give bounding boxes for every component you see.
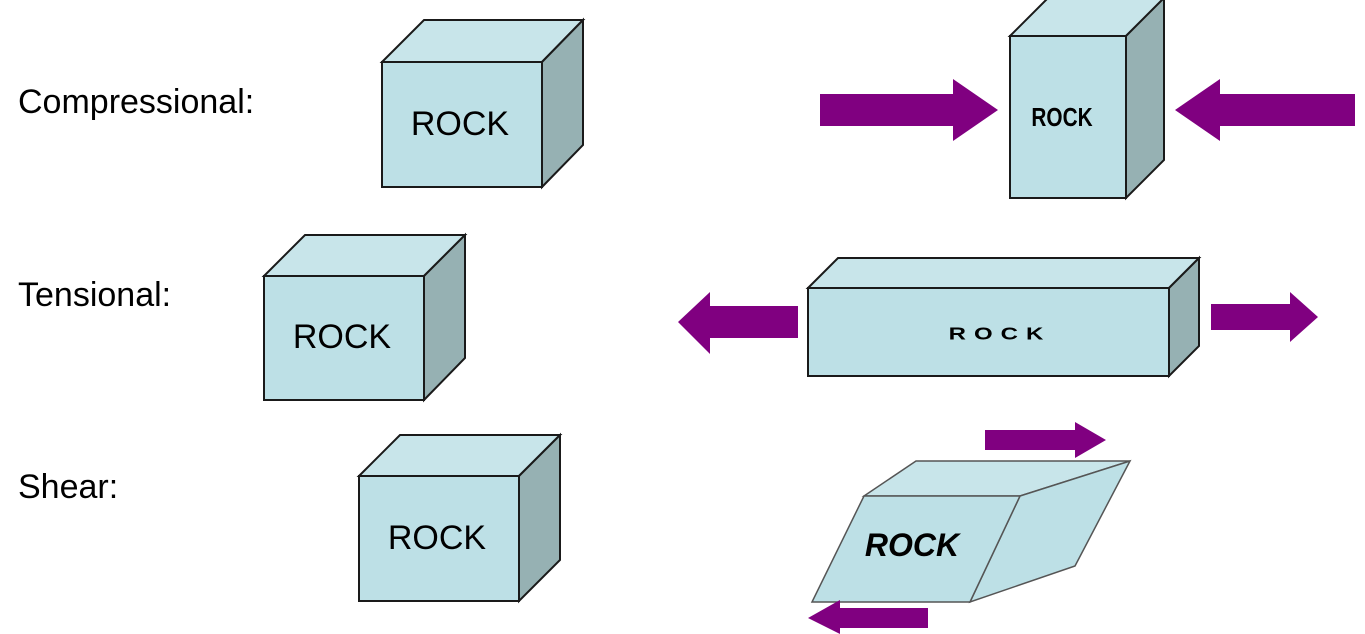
tensional-label: Tensional: (18, 276, 172, 314)
tensional-after-block: ROCK (805, 255, 1202, 379)
block-front-face (358, 475, 520, 602)
block-front-face (810, 495, 1022, 603)
block-label: ROCK (949, 324, 1052, 344)
compressional-label: Compressional: (18, 83, 255, 121)
tension-arrow-right (1211, 292, 1318, 342)
block-label: ROCK (293, 318, 392, 356)
block-front-face (381, 61, 543, 188)
compression-arrow-left (820, 79, 998, 141)
tensional-before-block: ROCK (261, 232, 468, 403)
block-label: ROCK (1031, 103, 1092, 132)
shear-after-block: ROCK (810, 459, 1132, 604)
shear-arrow-top (985, 422, 1106, 458)
block-top-face (805, 257, 1202, 289)
shear-arrow-bottom (808, 600, 928, 634)
tension-arrow-left (678, 292, 798, 354)
compressional-after-block: ROCK (1007, 0, 1165, 201)
block-front-face (807, 287, 1170, 377)
shear-before-block: ROCK (356, 432, 563, 604)
compression-arrow-right (1175, 79, 1355, 141)
compressional-before-block: ROCK (379, 17, 586, 190)
block-front-face (263, 275, 425, 401)
block-label: ROCK (388, 519, 487, 557)
shear-label: Shear: (18, 468, 119, 506)
block-side-face (1125, 0, 1165, 201)
block-label: ROCK (411, 105, 510, 143)
block-label: ROCK (865, 527, 962, 563)
block-front-face (1009, 35, 1127, 199)
